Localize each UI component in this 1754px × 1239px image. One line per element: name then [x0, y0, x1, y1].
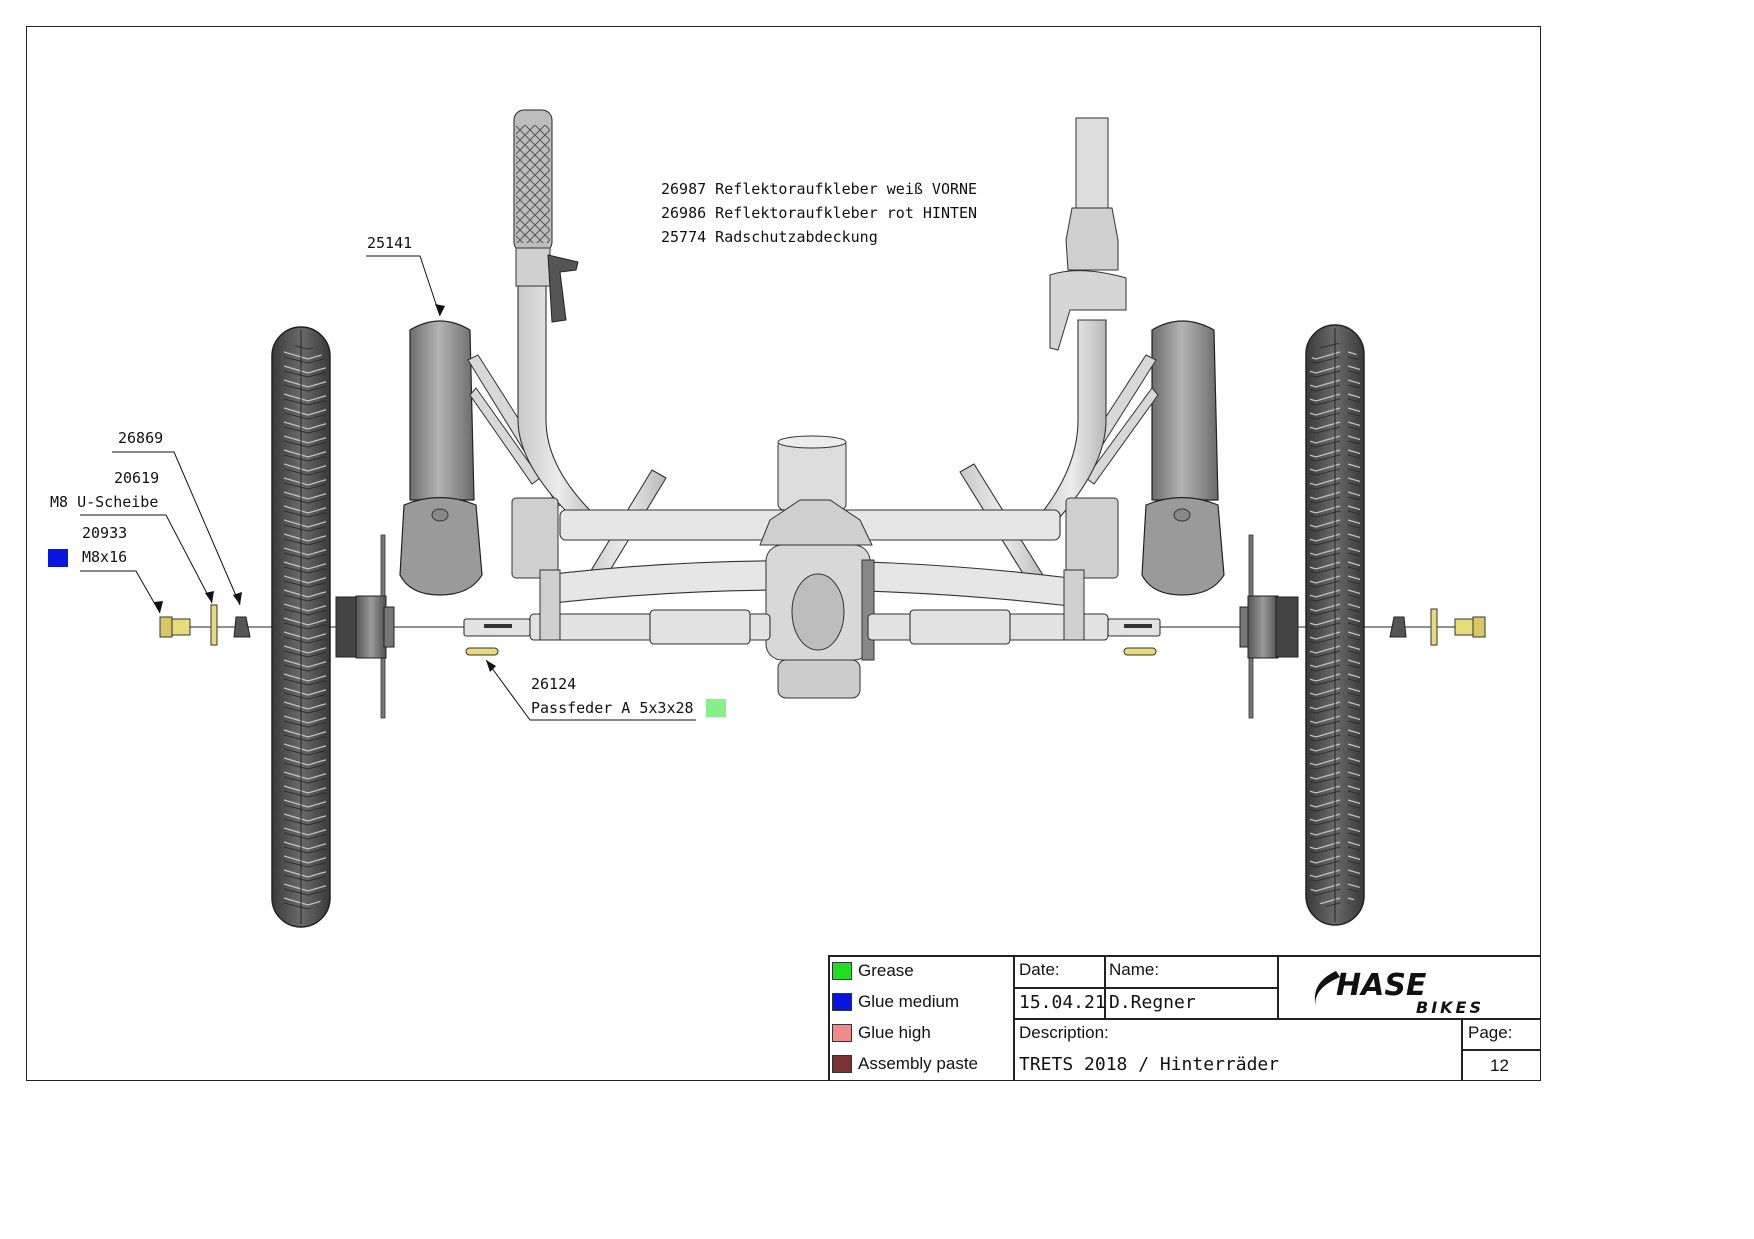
grease-marker: [706, 699, 726, 717]
callout-washer: M8 U-Scheibe: [50, 493, 159, 511]
left-fender: [399, 320, 483, 596]
logo-sub-text: BIKES: [1416, 998, 1484, 1015]
legend-swatch: [832, 961, 852, 980]
legend-glue-high: Glue high: [828, 1017, 931, 1048]
hase-bikes-logo: HASE BIKES: [1314, 968, 1484, 1015]
right-parallel-key: [1123, 647, 1157, 656]
callout-fender: 25141: [367, 234, 413, 252]
drive-motor: [777, 435, 847, 511]
right-fender: [1141, 320, 1225, 596]
legend-glue-medium: Glue medium: [828, 986, 959, 1017]
leader-lines: [80, 255, 696, 721]
right-spacer: [1389, 616, 1407, 638]
brake-brackets: [511, 497, 1119, 641]
callout-20619: 20619: [114, 469, 160, 487]
callout-20933: 20933: [82, 524, 128, 542]
page-label: Page:: [1468, 1023, 1513, 1042]
callout-reflector-white: 26987 Reflektoraufkleber weiß VORNE: [661, 180, 978, 198]
left-axle-keyway: [484, 624, 512, 628]
left-handlebar: [513, 109, 601, 533]
left-spacer: [233, 616, 251, 638]
drawing-frame: [26, 26, 1541, 1081]
legend-swatch: [832, 992, 852, 1011]
legend-label: Glue medium: [858, 991, 960, 1011]
callout-fender-cover: 25774 Radschutzabdeckung: [661, 228, 878, 246]
logo-main-text: HASE: [1336, 968, 1427, 1003]
leader-arrowheads: [154, 304, 496, 672]
left-wheel: [271, 326, 331, 928]
description-value: TRETS 2018 / Hinterräder: [1019, 1054, 1280, 1075]
differential: [759, 499, 875, 699]
legend-label: Assembly paste: [858, 1053, 978, 1073]
right-washer: [1430, 608, 1438, 646]
assembly-drawing: [80, 109, 1486, 928]
date-label: Date:: [1019, 960, 1060, 979]
right-fasteners: [1389, 608, 1486, 646]
callout-26124: 26124: [531, 675, 577, 693]
legend-swatch: [832, 1023, 852, 1042]
callout-bolt: M8x16: [82, 548, 128, 566]
axle-tubes: [463, 609, 1161, 645]
legend-assembly-paste: Assembly paste: [828, 1048, 978, 1079]
legend-grease: Grease: [828, 955, 914, 986]
glue-medium-marker: [48, 549, 68, 567]
title-block: Grease Glue medium Glue high Assembly pa…: [828, 955, 1541, 1081]
description-label: Description:: [1019, 1023, 1109, 1042]
right-axle-keyway: [1124, 624, 1152, 628]
left-fasteners: [159, 604, 251, 646]
date-value: 15.04.21: [1019, 992, 1106, 1013]
callout-key: Passfeder A 5x3x28: [531, 699, 694, 717]
left-parallel-key: [465, 647, 499, 656]
legend-swatch: [832, 1054, 852, 1073]
right-handlebar: [1035, 117, 1127, 531]
legend-label: Glue high: [858, 1022, 931, 1042]
name-value: D.Regner: [1109, 992, 1196, 1013]
callout-reflector-red: 26986 Reflektoraufkleber rot HINTEN: [661, 204, 978, 222]
right-wheel: [1305, 324, 1365, 926]
page-number: 12: [1490, 1056, 1509, 1075]
right-hub: [1239, 595, 1299, 659]
left-hub: [335, 595, 395, 659]
callout-26869: 26869: [118, 429, 164, 447]
left-washer: [210, 604, 218, 646]
name-label: Name:: [1109, 960, 1160, 979]
legend-label: Grease: [858, 960, 914, 980]
